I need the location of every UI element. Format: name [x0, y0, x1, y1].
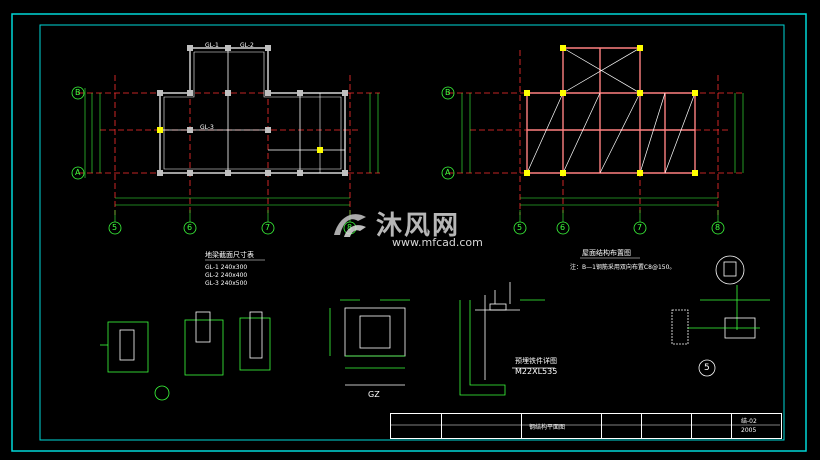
- title-block: 钢结构平面图 结-02 2005: [390, 413, 782, 439]
- tb-drawing-date: 2005: [741, 427, 757, 434]
- axis-label-b-left: B: [75, 88, 81, 97]
- tb-divider-6: [731, 414, 732, 438]
- roof-plan: [441, 45, 745, 235]
- watermark-url: www.mfcad.com: [392, 236, 483, 249]
- watermark: 沐风网: [330, 205, 460, 242]
- axis-label-b-right: B: [445, 88, 451, 97]
- ground-beam-row-2: GL-2 240x400: [205, 272, 248, 279]
- embedded-title: 预埋铁件详图: [515, 357, 557, 365]
- beam-label-gl1: GL-1: [205, 42, 219, 49]
- gz-label: GZ: [368, 390, 380, 399]
- watermark-brand: 沐风网: [376, 211, 461, 241]
- ground-beam-row-3: GL-3 240x500: [205, 280, 248, 287]
- ground-beam-row-1: GL-1 240x300: [205, 264, 248, 271]
- ground-beam-table-title: 地梁截面尺寸表: [205, 251, 254, 259]
- tb-divider-2: [521, 414, 522, 438]
- axis-label-7-right: 7: [637, 223, 643, 232]
- axis-label-8-right: 8: [715, 223, 721, 232]
- axis-label-a-right: A: [445, 168, 451, 177]
- axis-label-a-left: A: [75, 168, 81, 177]
- roof-plan-title: 屋面结构布置图: [582, 249, 631, 257]
- roof-plan-note: 注：B—1钢筋采用双向布置C8@150。: [570, 264, 676, 271]
- tb-drawing-name: 钢结构平面图: [529, 424, 566, 431]
- section-mark: 5: [704, 363, 710, 373]
- embedded-spec: M22XL535: [515, 367, 558, 376]
- outer-frame: [11, 13, 807, 452]
- tb-divider-4: [641, 414, 642, 438]
- tb-drawing-number: 结-02: [741, 418, 757, 425]
- column-details: [100, 311, 271, 401]
- foundation-plan: [71, 45, 380, 235]
- gz-detail: [329, 299, 410, 386]
- beam-label-gl3: GL-3: [200, 124, 214, 131]
- tb-divider-1: [441, 414, 442, 438]
- axis-label-5-left: 5: [112, 223, 118, 232]
- inner-frame: [39, 24, 785, 441]
- axis-label-5-right: 5: [517, 223, 523, 232]
- mfcad-logo-icon: [334, 213, 366, 237]
- tb-divider-3: [601, 414, 602, 438]
- tb-divider-5: [691, 414, 692, 438]
- embedded-detail: [459, 282, 555, 396]
- axis-label-6-right: 6: [560, 223, 566, 232]
- axis-label-8-left: 8: [347, 223, 353, 232]
- section-5-detail: [671, 255, 770, 377]
- axis-label-6-left: 6: [187, 223, 193, 232]
- beam-label-gl2: GL-2: [240, 42, 254, 49]
- axis-label-7-left: 7: [265, 223, 271, 232]
